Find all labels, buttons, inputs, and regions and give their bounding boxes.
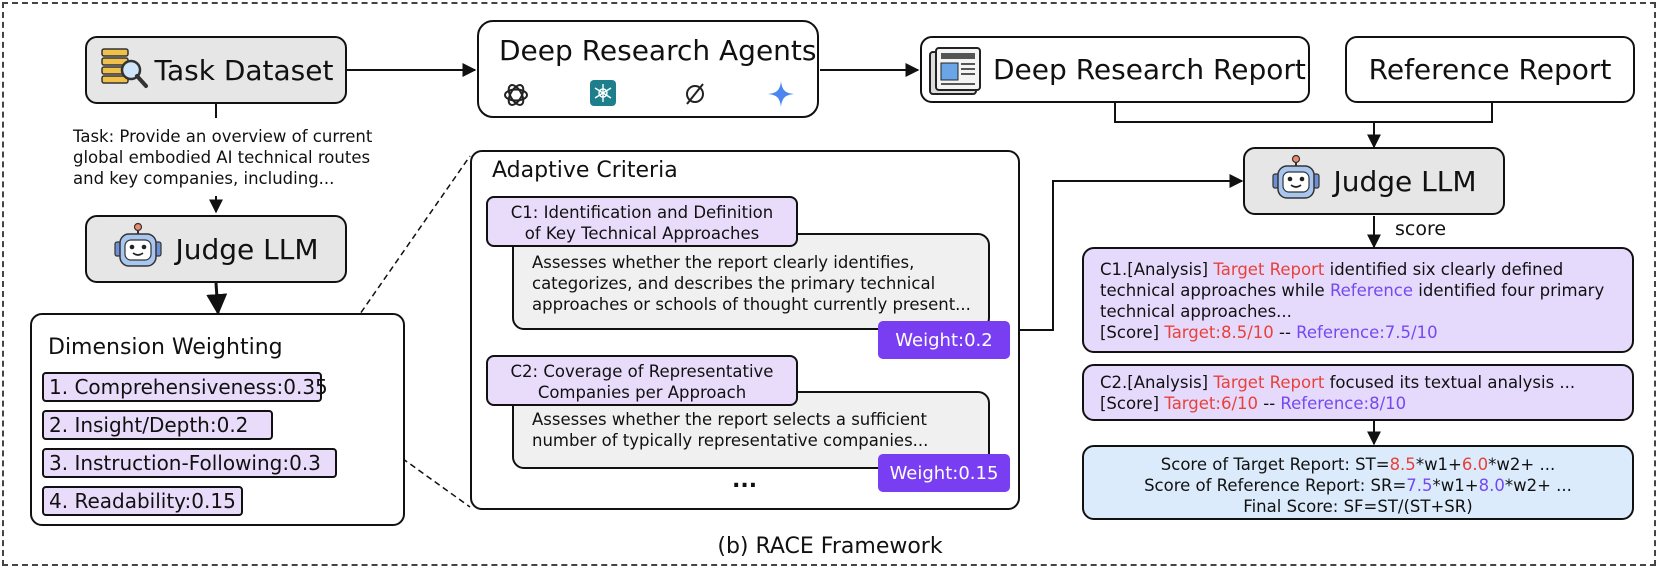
- database-search-icon: [99, 45, 149, 95]
- analysis-c1-box: C1.[Analysis] Target Report identified s…: [1082, 247, 1634, 353]
- target-report-label: Target Report: [1213, 260, 1325, 279]
- deep-research-report-box: Deep Research Report: [920, 36, 1310, 103]
- final-reference-line: Score of Reference Report: SR=7.5*w1+8.0…: [1144, 476, 1572, 495]
- robot-icon: [1271, 154, 1321, 208]
- task-description: Task: Provide an overview of current glo…: [73, 126, 393, 189]
- c1-body-line-1: Assesses whether the report clearly iden…: [532, 253, 915, 272]
- gemini-icon: [767, 80, 795, 112]
- c1-body-line-3: approaches or schools of thought current…: [532, 295, 971, 314]
- judge-llm-left-label: Judge LLM: [175, 232, 319, 266]
- newspaper-icon: [928, 42, 984, 102]
- c1-header-line-2: of Key Technical Approaches: [524, 224, 760, 243]
- c2-header-line-1: C2: Coverage of Representative: [510, 362, 774, 381]
- reference-report-box: Reference Report: [1345, 36, 1635, 103]
- criteria-c1-header: C1: Identification and Definition of Key…: [486, 196, 798, 247]
- criteria-c1-body: Assesses whether the report clearly iden…: [512, 233, 990, 330]
- reference-score: Reference:8/10: [1280, 394, 1407, 413]
- arrow-criteria-to-judge: [1010, 174, 1244, 331]
- analysis1-score-line: [Score] Target:8.5/10 -- Reference:7.5/1…: [1100, 323, 1438, 342]
- criteria-ellipsis: ...: [732, 468, 758, 493]
- analysis1-line-2: technical approaches while Reference ide…: [1100, 281, 1605, 300]
- c1-weight-badge: Weight:0.2: [878, 321, 1010, 359]
- score-label: score: [1395, 218, 1447, 240]
- dimension-item-instruction-following: 3. Instruction-Following:0.3: [42, 448, 337, 478]
- figure-caption: (b) RACE Framework: [717, 534, 943, 559]
- deep-research-report-label: Deep Research Report: [993, 53, 1306, 86]
- criteria-c2-header: C2: Coverage of Representative Companies…: [486, 355, 798, 406]
- analysis1-line-3: technical approaches...: [1100, 302, 1292, 321]
- c2-body-line-2: number of typically representative compa…: [532, 431, 929, 450]
- analysis2-score-line: [Score] Target:6/10 -- Reference:8/10: [1100, 394, 1407, 413]
- perplexity-icon: [682, 81, 708, 111]
- robot-icon: [113, 222, 163, 276]
- deep-research-agents-box: Deep Research Agents: [477, 20, 819, 118]
- arrow-judge-to-dimension: [206, 282, 228, 316]
- target-report-label: Target Report: [1213, 373, 1325, 392]
- dimension-item-readability: 4. Readability:0.15: [42, 486, 243, 516]
- c2-header-line-2: Companies per Approach: [537, 383, 747, 402]
- final-score-line: Final Score: SF=ST/(ST+SR): [1243, 497, 1473, 516]
- judge-llm-right-box: Judge LLM: [1243, 147, 1505, 215]
- reference-score: Reference:7.5/10: [1296, 323, 1438, 342]
- analysis1-line-1: C1.[Analysis] Target Report identified s…: [1100, 260, 1564, 279]
- dimension-item-insight: 2. Insight/Depth:0.2: [42, 410, 273, 440]
- c2-weight-badge: Weight:0.15: [878, 454, 1010, 492]
- analysis-c2-box: C2.[Analysis] Target Report focused its …: [1082, 364, 1634, 421]
- line-reports-merge: [1114, 103, 1493, 123]
- c1-body-line-2: categorizes, and describes the primary t…: [532, 274, 936, 293]
- final-score-box: Score of Target Report: ST=8.5*w1+6.0*w2…: [1082, 445, 1634, 520]
- judge-llm-left-box: Judge LLM: [85, 215, 347, 283]
- openai-icon: [501, 80, 531, 114]
- dimension-item-comprehensiveness: 1. Comprehensiveness:0.35: [42, 372, 328, 402]
- task-line-2: global embodied AI technical routes: [73, 148, 371, 167]
- target-score: Target:8.5/10: [1164, 323, 1274, 342]
- deep-research-agents-title: Deep Research Agents: [499, 34, 817, 67]
- task-dataset-label: Task Dataset: [154, 53, 334, 87]
- analysis2-line-1: C2.[Analysis] Target Report focused its …: [1100, 373, 1576, 392]
- task-line-1: Task: Provide an overview of current: [73, 127, 373, 146]
- dimension-weighting-title: Dimension Weighting: [48, 335, 283, 360]
- reference-report-label: Reference Report: [1368, 53, 1612, 86]
- agent-logo-icon: [590, 80, 616, 110]
- target-score: Target:6/10: [1164, 394, 1259, 413]
- c1-header-line-1: C1: Identification and Definition: [510, 203, 774, 222]
- judge-llm-right-label: Judge LLM: [1333, 164, 1477, 198]
- reference-label: Reference: [1329, 281, 1414, 300]
- final-target-line: Score of Target Report: ST=8.5*w1+6.0*w2…: [1160, 455, 1556, 474]
- task-line-3: and key companies, including...: [73, 169, 335, 188]
- c2-body-line-1: Assesses whether the report selects a su…: [532, 410, 927, 429]
- task-dataset-box: Task Dataset: [85, 36, 347, 104]
- adaptive-criteria-title: Adaptive Criteria: [492, 158, 678, 183]
